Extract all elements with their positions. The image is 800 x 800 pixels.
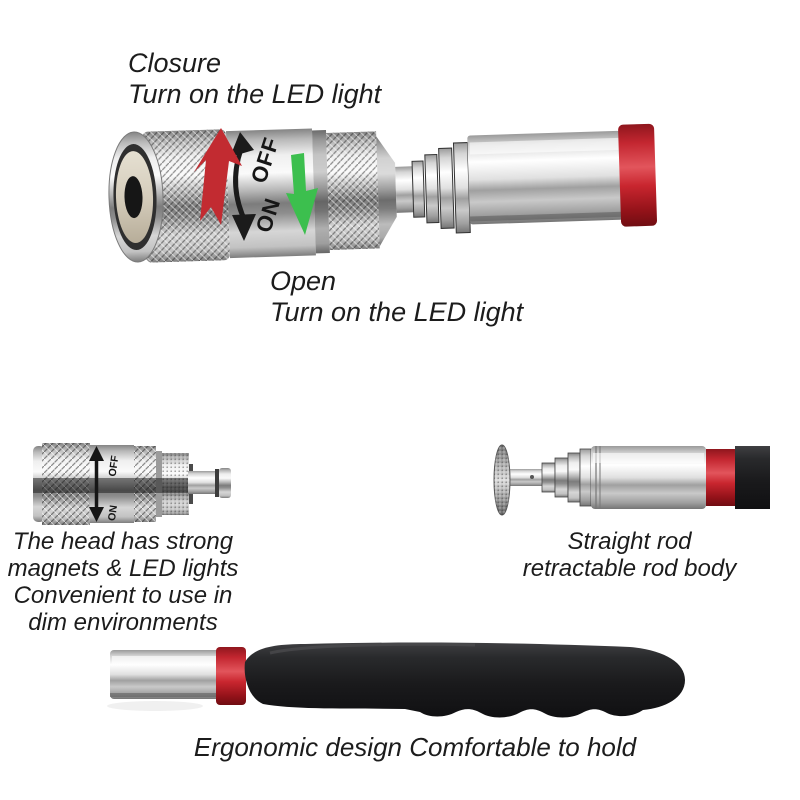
curved-double-arrow-icon: [230, 132, 256, 241]
green-down-arrow-icon: [286, 153, 318, 235]
handle-product-photo: [107, 642, 685, 718]
caption-closure: Closure Turn on the LED light: [128, 48, 381, 110]
vertical-double-arrow-icon: [89, 446, 104, 522]
foam-grip: [244, 642, 685, 718]
caption-open: Open Turn on the LED light: [270, 266, 523, 328]
handle-stub: [735, 446, 770, 509]
red-up-arrow-icon: [194, 128, 242, 225]
caption-handle-feature: Ergonomic design Comfortable to hold: [115, 732, 715, 762]
red-collar: [618, 123, 658, 227]
caption-open-title: Open: [270, 266, 337, 296]
top-product-photo: OFF ON: [108, 123, 658, 263]
head-feature-line: The head has strong: [12, 528, 234, 555]
red-collar: [216, 647, 246, 705]
caption-rod-feature: Straight rod retractable rod body: [492, 528, 767, 582]
retracted-rod-product-photo: [493, 444, 770, 516]
head-feature-line: magnets & LED lights: [7, 555, 239, 582]
caption-closure-title: Closure: [128, 48, 222, 78]
ergonomic-handle: [107, 642, 685, 718]
switch-on-label-small: ON: [106, 504, 120, 521]
rod-feature-line: Straight rod: [567, 528, 692, 555]
handle-feature-text: Ergonomic design Comfortable to hold: [193, 732, 637, 762]
retracted-rod: [493, 444, 770, 516]
red-collar: [706, 449, 735, 506]
pickup-tool-head-assembly: [108, 123, 658, 263]
led-hole: [124, 176, 143, 219]
caption-closure-subtitle: Turn on the LED light: [128, 79, 382, 109]
head-feature-line: dim environments: [28, 609, 218, 636]
collapsed-head-product-photo: OFF ON: [33, 443, 231, 525]
rod-feature-line: retractable rod body: [522, 555, 737, 582]
caption-open-subtitle: Turn on the LED light: [270, 297, 524, 327]
head-feature-line: Convenient to use in: [13, 582, 233, 609]
caption-head-feature: The head has strong magnets & LED lights…: [2, 528, 244, 636]
switch-off-label-small: OFF: [107, 454, 122, 477]
collapsed-head: [33, 443, 231, 525]
